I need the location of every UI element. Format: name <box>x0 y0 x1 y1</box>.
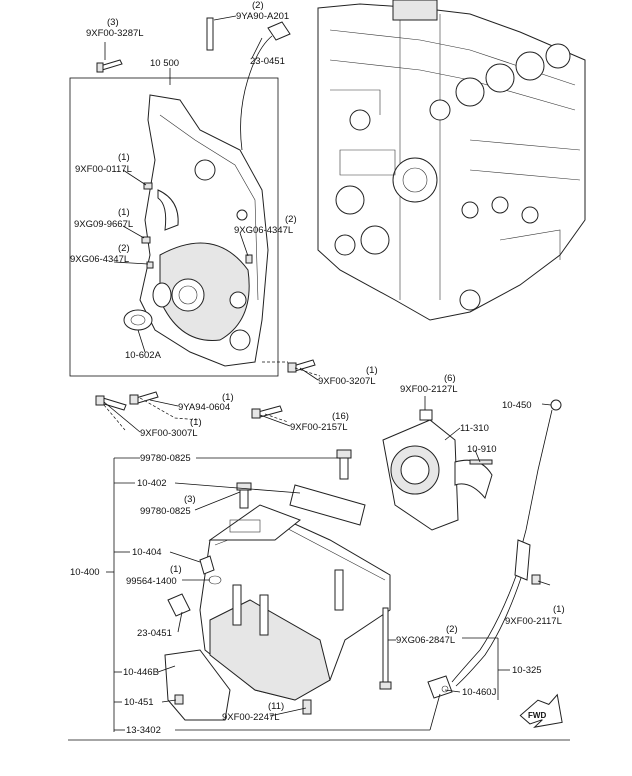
qty-9xg06-2847l: (2) <box>446 624 458 635</box>
timing-cover-bolts <box>96 59 253 269</box>
label-99780-0825-a: 99780-0825 <box>140 453 191 464</box>
dipstick-illustration <box>427 399 562 699</box>
fwd-label: FWD <box>528 711 546 720</box>
label-13-3402: 13-3402 <box>126 725 161 736</box>
label-23-0451-top: 23-0451 <box>250 56 285 67</box>
label-10-402: 10-402 <box>137 478 167 489</box>
label-10-451: 10-451 <box>124 697 154 708</box>
qty-9xf00-3287l: (3) <box>107 17 119 28</box>
label-9xf00-2117l: 9XF00-2117L <box>505 616 562 627</box>
qty-9xf00-2157l: (16) <box>332 411 349 422</box>
callout-labels: (3) 9XF00-3287L (2) 9YA90-A201 23-0451 1… <box>70 0 565 736</box>
qty-9ya94-0604: (1) <box>222 392 234 403</box>
label-99780-0825-b: 99780-0825 <box>140 506 191 517</box>
oil-pan-illustration <box>164 449 392 721</box>
label-9ya94-0604: 9YA94-0604 <box>178 402 230 413</box>
qty-9xf00-0117l: (1) <box>118 152 130 163</box>
label-10-325: 10-325 <box>512 665 542 676</box>
label-10-446b: 10-446B <box>123 667 159 678</box>
qty-9xf00-2117l: (1) <box>553 604 565 615</box>
label-10-450: 10-450 <box>502 400 532 411</box>
label-10-400: 10-400 <box>70 567 100 578</box>
qty-99780-0825-b: (3) <box>184 494 196 505</box>
timing-cover-illustration <box>123 94 269 367</box>
qty-9xf00-2127l: (6) <box>444 373 456 384</box>
engine-block-illustration <box>317 0 586 321</box>
label-9xf00-3287l: 9XF00-3287L <box>86 28 144 39</box>
label-9xg09-9667l: 9XG09-9667L <box>74 219 133 230</box>
qty-9xg06-4347l-left: (2) <box>118 243 130 254</box>
label-9xf00-3207l: 9XF00-3207L <box>318 376 376 387</box>
qty-9ya90-a201: (2) <box>252 0 264 11</box>
qty-9xg06-4347l-right: (2) <box>285 214 297 225</box>
timing-cover-frame <box>69 77 279 377</box>
label-10-404: 10-404 <box>132 547 162 558</box>
qty-9xg09-9667l: (1) <box>118 207 130 218</box>
label-11-310: 11-310 <box>460 423 489 434</box>
label-23-0451-bottom: 23-0451 <box>137 628 172 639</box>
label-9xg06-4347l-right: 9XG06-4347L <box>234 225 293 236</box>
label-10-460j: 10-460J <box>462 687 497 698</box>
label-10-500: 10 500 <box>150 58 179 69</box>
leader-lines <box>103 15 552 732</box>
label-9xf00-3007l: 9XF00-3007L <box>140 428 198 439</box>
fwd-arrow-icon: FWD <box>519 693 563 728</box>
qty-9xf00-3007l: (1) <box>190 417 202 428</box>
qty-9xf00-3207l: (1) <box>366 365 378 376</box>
crank-sensor-illustration <box>206 17 291 151</box>
label-9xg06-2847l: 9XG06-2847L <box>396 635 455 646</box>
label-9xf00-0117l: 9XF00-0117L <box>75 164 132 175</box>
label-99564-1400: 99564-1400 <box>126 576 177 587</box>
label-9xf00-2157l: 9XF00-2157L <box>290 422 348 433</box>
qty-9xf00-2247l: (11) <box>268 701 284 712</box>
label-9xf00-2127l: 9XF00-2127L <box>400 384 458 395</box>
label-10-910: 10-910 <box>467 444 497 455</box>
label-9xg06-4347l-left: 9XG06-4347L <box>70 254 129 265</box>
label-9ya90-a201: 9YA90-A201 <box>236 11 289 22</box>
lower-left-bolts <box>95 359 316 419</box>
qty-99564-1400: (1) <box>170 564 182 575</box>
label-9xf00-2247l: 9XF00-2247L <box>222 712 280 723</box>
label-10-602a: 10-602A <box>125 350 162 361</box>
seal-plate-illustration <box>382 409 493 531</box>
